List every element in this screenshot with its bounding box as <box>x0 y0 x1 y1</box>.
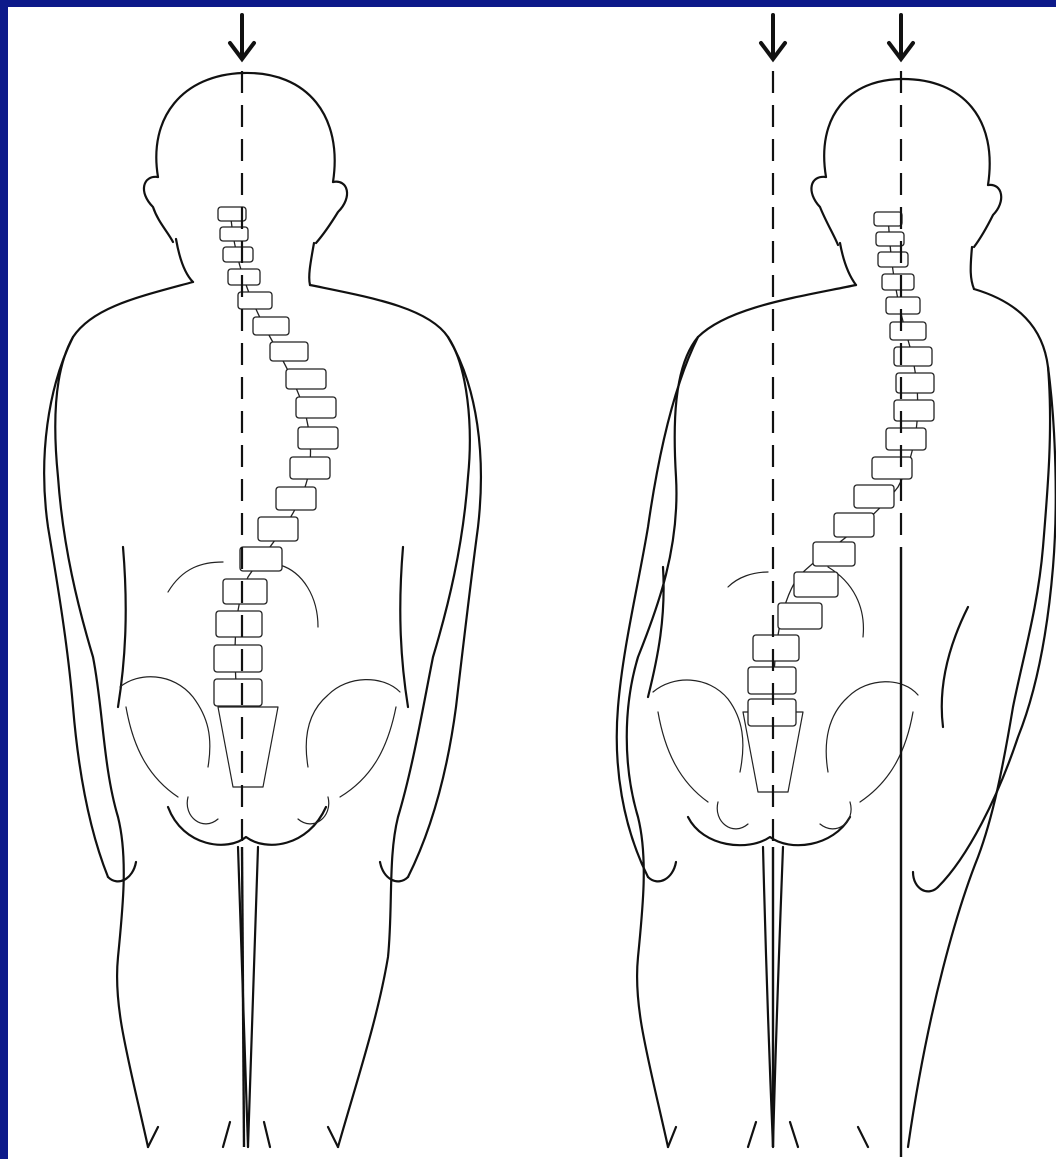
right-offset-arrow-icon <box>889 15 913 59</box>
border-top <box>0 0 1056 7</box>
left-arrow-icon <box>230 15 254 59</box>
left-spine <box>214 207 338 707</box>
left-torso-outline <box>55 282 193 1147</box>
right-torso-outline <box>627 285 856 1147</box>
right-plumb-line-offset <box>889 15 913 1157</box>
right-figure <box>617 79 1056 1147</box>
right-center-arrow-icon <box>761 15 785 59</box>
scoliosis-illustration <box>8 7 1056 1159</box>
left-figure <box>44 73 481 1147</box>
border-left <box>0 0 8 1159</box>
left-ear-left <box>144 177 173 242</box>
left-head <box>156 73 334 182</box>
right-ear-right <box>974 185 1001 247</box>
right-plumb-line-center <box>761 15 785 1147</box>
left-ear-right <box>316 182 347 243</box>
right-ear-left <box>811 177 838 245</box>
illustration-canvas <box>8 7 1056 1159</box>
right-head <box>824 79 990 185</box>
